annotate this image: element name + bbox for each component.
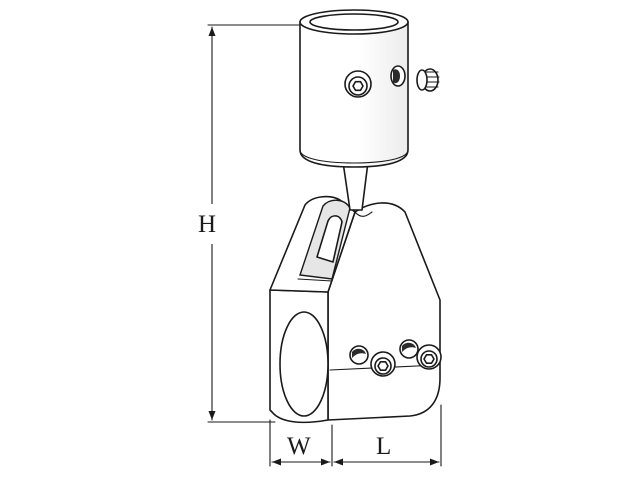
upper-socket <box>299 9 440 168</box>
socket-top-opening <box>309 13 399 31</box>
height-label: H <box>198 211 216 238</box>
grub-screw-icon <box>416 68 440 92</box>
clamp-screw-right <box>399 339 442 370</box>
clamp-ear-line <box>354 211 373 217</box>
height-dimension: H <box>194 24 301 423</box>
width-length-dimensions: W L <box>269 404 442 467</box>
socket-bottom-edge <box>299 149 409 164</box>
socket-screw-head <box>348 76 368 96</box>
length-label: L <box>376 433 391 460</box>
width-label: W <box>287 433 311 460</box>
hex-socket-icon <box>352 80 364 92</box>
stem <box>342 161 369 211</box>
slot-lower-edge <box>297 278 333 282</box>
hex-socket-icon <box>423 354 435 364</box>
tube-bore <box>279 311 329 417</box>
threaded-hole-shadow <box>393 69 400 84</box>
height-label-bg <box>194 204 230 244</box>
stem-shaft <box>342 161 369 211</box>
clamp-body <box>269 195 441 424</box>
hex-socket-icon <box>377 361 389 371</box>
clamp-screw-left <box>349 345 396 377</box>
ball-joint <box>316 215 343 263</box>
clamp-screws <box>349 339 442 377</box>
